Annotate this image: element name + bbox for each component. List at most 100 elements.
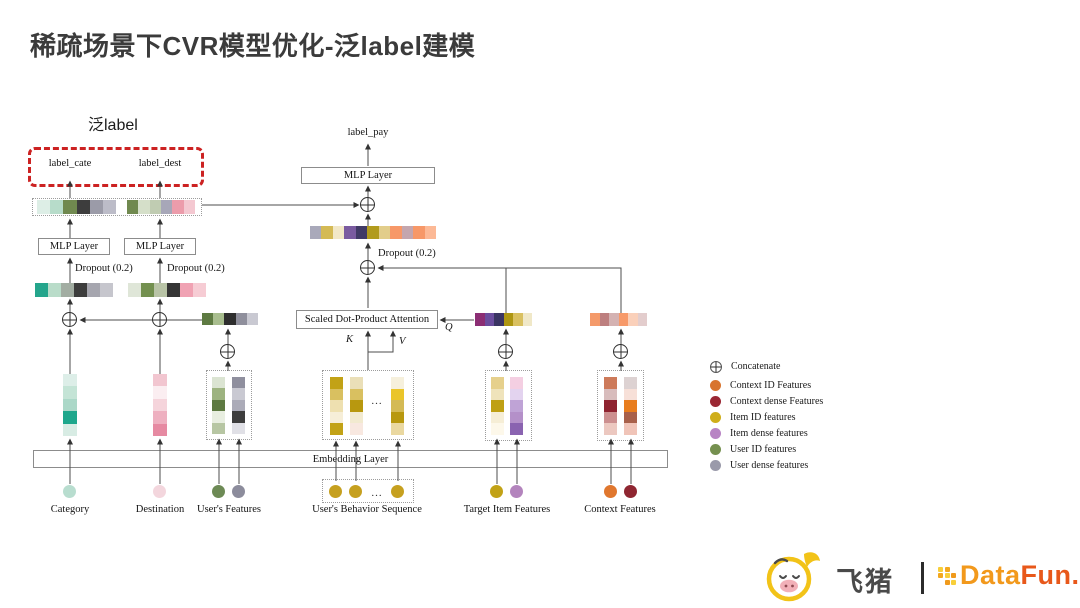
legend-swatch [710,444,721,455]
bar-segment [232,399,245,412]
legend-label: User ID features [730,444,797,455]
bar-segment [232,377,245,389]
bar-segment [494,313,504,326]
mlp-layer-box-pay: MLP Layer [301,167,435,184]
behavior-input-dot [391,485,404,498]
hidden-bar-cate [35,283,113,297]
bar-segment [180,283,193,297]
bar-segment [599,313,609,326]
concatenate-icon [710,360,722,373]
attention-label: Scaled Dot-Product Attention [304,314,430,325]
bar-segment [491,423,504,435]
mlp-layer-box-cate: MLP Layer [38,238,110,255]
legend-row: Item dense features [710,428,823,439]
bar-segment [153,374,167,387]
embedding-layer-box: Embedding Layer [33,450,668,468]
legend-row-concatenate: Concatenate [710,360,823,373]
user-concat-bar [202,313,259,325]
behavior-input-dot [349,485,362,498]
bar-segment [193,283,206,297]
fliggy-wordmark: 飞猪 [836,567,894,597]
output-label-dest: label_dest [138,158,182,169]
concatenate-icon [360,260,375,275]
bar-segment [224,313,236,325]
bar-segment [424,226,436,239]
bar-segment [310,226,322,239]
bar-segment [63,398,77,412]
bar-segment [100,283,113,297]
bar-segment [391,377,404,389]
dropout-label: Dropout (0.2) [378,248,436,259]
bar-segment [128,283,141,297]
user-id-input-dot [212,485,225,498]
context-id-input-dot [604,485,617,498]
bar-segment [63,374,77,387]
bar-segment [491,400,504,412]
mlp-layer-label: MLP Layer [135,241,185,252]
bar-segment [172,200,184,214]
bar-segment [63,423,77,437]
bar-segment [153,423,167,437]
context-concat-bar [590,313,647,326]
bar-segment [61,283,74,297]
bar-segment [510,400,523,412]
legend-row: Context dense Features [710,396,823,407]
target-dense-embedding-bar [510,377,523,435]
bar-segment [391,423,404,435]
legend: Concatenate Context ID Features Context … [710,360,823,471]
bar-segment [89,200,103,214]
attention-v-label: V [399,336,406,347]
output-label-cate: label_cate [48,158,92,169]
legend-swatch [710,380,721,391]
bar-segment [127,200,139,214]
bar-segment [391,411,404,424]
page-title: 稀疏场景下CVR模型优化-泛label建模 [30,31,476,61]
behavior-embedding-bar [391,377,404,435]
bar-segment [235,313,247,325]
bar-segment [202,313,214,325]
center-concat-bar [310,226,436,239]
bar-segment [141,283,154,297]
user-dense-embedding-bar [232,377,245,435]
bar-segment [510,411,523,424]
concatenate-icon [360,197,375,212]
bar-segment [213,313,225,325]
bar-segment [149,200,161,214]
bar-segment [350,377,363,389]
attention-box: Scaled Dot-Product Attention [296,310,438,329]
bar-segment [491,388,504,401]
legend-row: User dense features [710,460,823,471]
bar-segment [609,313,619,326]
mlp-layer-label: MLP Layer [343,170,393,181]
bar-segment [510,423,523,435]
bar-segment [153,411,167,424]
dropout-label: Dropout (0.2) [167,263,225,274]
input-label-user-features: User's Features [197,504,261,515]
bar-segment [330,388,343,401]
legend-swatch [710,396,721,407]
category-input-dot [63,485,76,498]
bar-segment [344,226,356,239]
bar-segment [154,283,167,297]
bar-segment [618,313,628,326]
target-concat-bar [475,313,532,326]
bar-segment [522,313,532,326]
bar-segment [604,377,617,389]
concat-bar-cate [37,200,117,214]
datafun-wordmark-data: Data [960,560,1021,590]
bar-segment [350,423,363,435]
user-dense-input-dot [232,485,245,498]
bar-segment [35,283,48,297]
bar-segment [604,400,617,412]
embedding-layer-label: Embedding Layer [312,453,389,465]
bar-segment [330,411,343,424]
context-dense-embedding-bar [604,377,617,435]
bar-segment [183,200,195,214]
bar-segment [604,388,617,401]
bar-segment [510,377,523,389]
bar-segment [350,411,363,424]
bar-segment [330,377,343,389]
bar-segment [87,283,100,297]
bar-segment [624,400,637,412]
legend-row: User ID features [710,444,823,455]
